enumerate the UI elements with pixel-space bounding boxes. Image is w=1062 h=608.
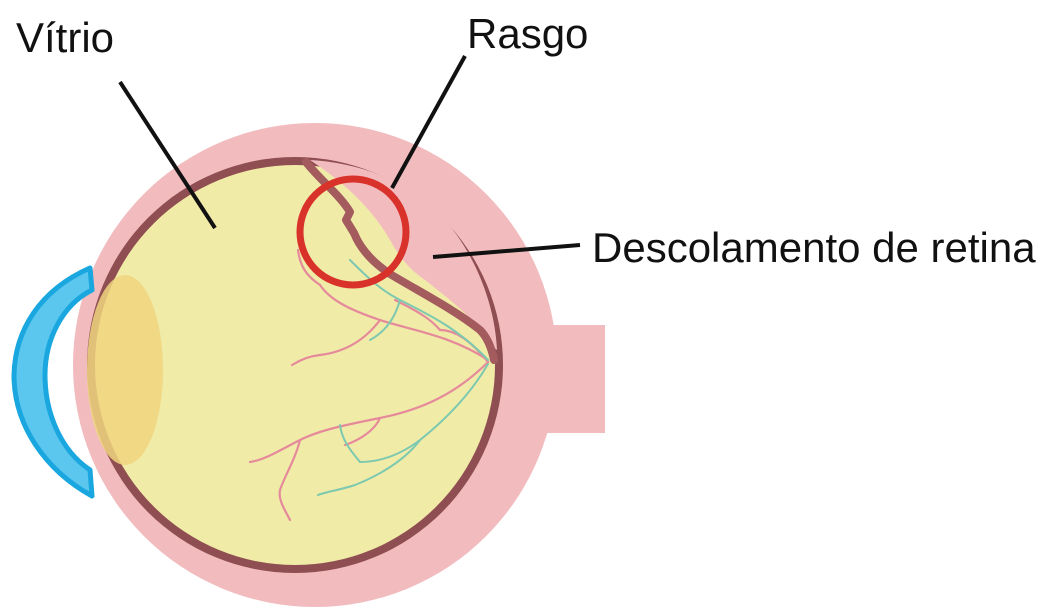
label-vitreous: Vítrio: [16, 17, 114, 59]
label-retinal-detachment: Descolamento de retina: [592, 227, 1036, 269]
lens: [87, 275, 163, 465]
label-tear: Rasgo: [467, 13, 588, 55]
